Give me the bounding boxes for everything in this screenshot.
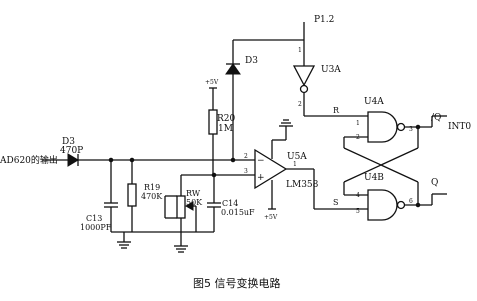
svg-text:+: + [257, 173, 265, 183]
c13-value: 1000PF [80, 223, 112, 232]
c14-label: C14 [222, 199, 238, 208]
d3-input-value: 470P [60, 146, 83, 156]
svg-text:6: 6 [409, 198, 413, 205]
inverter-u3a [292, 65, 316, 87]
nand-gate-u4b [367, 189, 398, 221]
svg-text:5: 5 [356, 208, 360, 215]
nand-gate-u4a [367, 111, 398, 143]
lm358-label: LM358 [286, 180, 319, 190]
rw-label: RW [186, 189, 201, 198]
d3-top-label: D3 [245, 56, 258, 66]
u3a-label: U3A [321, 65, 341, 75]
diode-d3-top-symbol [225, 63, 241, 75]
vcc-label-top: +5V [205, 79, 219, 86]
c13-label: C13 [86, 214, 102, 223]
u4b-label: U4B [364, 173, 384, 183]
r19-label: R19 [144, 183, 160, 192]
vcc-label-bottom: +5V [264, 214, 278, 221]
rw-value: 50K [186, 198, 203, 207]
resistor-r19 [127, 183, 137, 207]
opamp-u5a [254, 148, 288, 190]
resistor-r20 [208, 109, 218, 135]
p12-label: P1.2 [314, 15, 334, 25]
cross-coupling-wire-2 [343, 147, 419, 183]
svg-text:3: 3 [409, 126, 413, 133]
svg-text:3: 3 [244, 168, 248, 175]
r-label: R [333, 106, 340, 115]
svg-text:2: 2 [298, 101, 302, 108]
c14-value: 0.015uF [221, 208, 255, 217]
q-bar-label: /Q [431, 113, 441, 123]
svg-text:1: 1 [298, 47, 302, 54]
potentiometer-rw [176, 195, 186, 219]
q-label: Q [431, 178, 438, 188]
r20-value: 1M [218, 124, 233, 134]
svg-text:−: − [257, 156, 265, 166]
svg-text:1: 1 [356, 120, 360, 127]
u4a-label: U4A [364, 97, 384, 107]
d3-input-label: D3 [62, 137, 75, 147]
s-label: S [333, 198, 338, 207]
input-label: AD620的输出 [0, 154, 58, 166]
r19-value: 470K [141, 192, 163, 201]
inverter-u3a-bubble [299, 84, 309, 94]
int0-label: INT0 [448, 122, 471, 132]
figure-caption: 图5 信号变换电路 [193, 276, 281, 290]
svg-text:2: 2 [244, 153, 248, 160]
u5a-label: U5A [287, 152, 307, 162]
svg-text:1: 1 [293, 161, 297, 168]
diode-d3-input-symbol [67, 153, 79, 167]
r20-label: R20 [217, 114, 236, 124]
